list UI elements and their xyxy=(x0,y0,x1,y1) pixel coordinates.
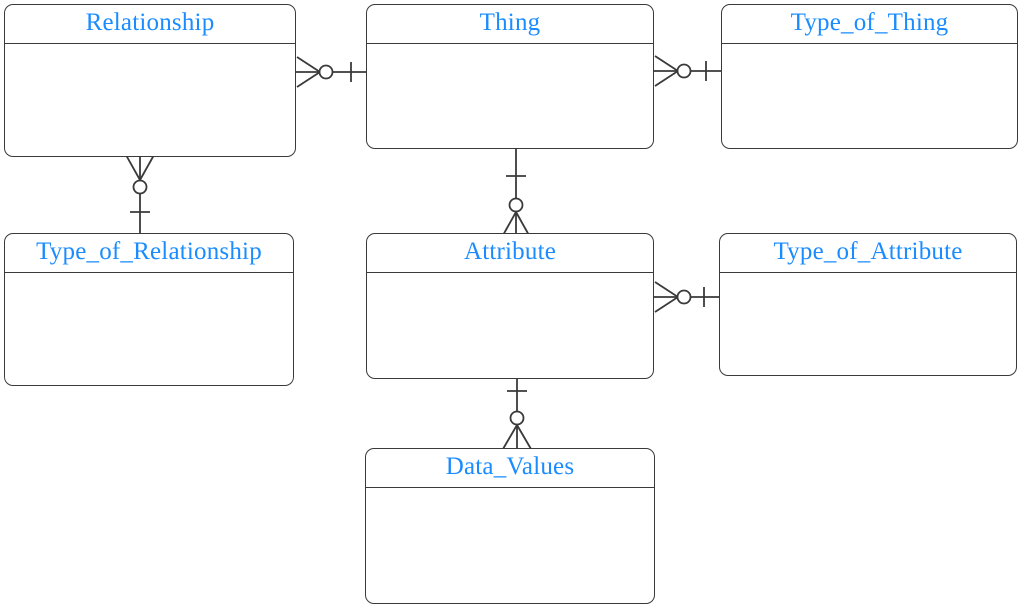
connector-thing-attribute xyxy=(501,149,531,240)
entity-thing-title: Thing xyxy=(479,9,541,36)
connector-relationship-thing xyxy=(296,56,366,88)
entity-type-of-thing[interactable]: Type_of_Thing xyxy=(721,4,1018,149)
entity-type-of-attribute-divider xyxy=(719,272,1017,273)
entity-relationship-divider xyxy=(4,43,296,44)
entity-attribute[interactable]: Attribute xyxy=(366,233,654,379)
entity-thing-attributes-area xyxy=(367,43,653,148)
entity-relationship-attributes-area xyxy=(5,43,295,156)
entity-attribute-title: Attribute xyxy=(463,238,557,265)
connector-thing-type-of-thing xyxy=(654,55,721,87)
entity-thing-divider xyxy=(366,43,654,44)
entity-type-of-thing-divider xyxy=(721,43,1018,44)
entity-type-of-attribute[interactable]: Type_of_Attribute xyxy=(719,233,1017,376)
entity-data-values-attributes-area xyxy=(366,487,654,603)
entity-type-of-relationship-title: Type_of_Relationship xyxy=(36,238,262,265)
entity-attribute-attributes-area xyxy=(367,272,653,378)
entity-type-of-relationship-attributes-area xyxy=(5,272,293,385)
entity-relationship-title: Relationship xyxy=(85,9,215,36)
entity-type-of-relationship-divider xyxy=(4,272,294,273)
entity-data-values-title: Data_Values xyxy=(445,453,575,480)
connector-relationship-type-of-relationship xyxy=(125,150,155,233)
entity-relationship[interactable]: Relationship xyxy=(4,4,296,157)
connector-attribute-data-values xyxy=(502,379,532,452)
entity-type-of-relationship[interactable]: Type_of_Relationship xyxy=(4,233,294,386)
entity-data-values[interactable]: Data_Values xyxy=(365,448,655,604)
entity-type-of-attribute-attributes-area xyxy=(720,272,1016,375)
entity-data-values-divider xyxy=(365,487,655,488)
entity-type-of-thing-title: Type_of_Thing xyxy=(790,9,949,36)
connector-attribute-type-of-attribute xyxy=(654,281,719,313)
entity-type-of-thing-attributes-area xyxy=(722,43,1017,148)
entity-thing[interactable]: Thing xyxy=(366,4,654,149)
entity-attribute-divider xyxy=(366,272,654,273)
entity-type-of-attribute-title: Type_of_Attribute xyxy=(773,238,963,265)
